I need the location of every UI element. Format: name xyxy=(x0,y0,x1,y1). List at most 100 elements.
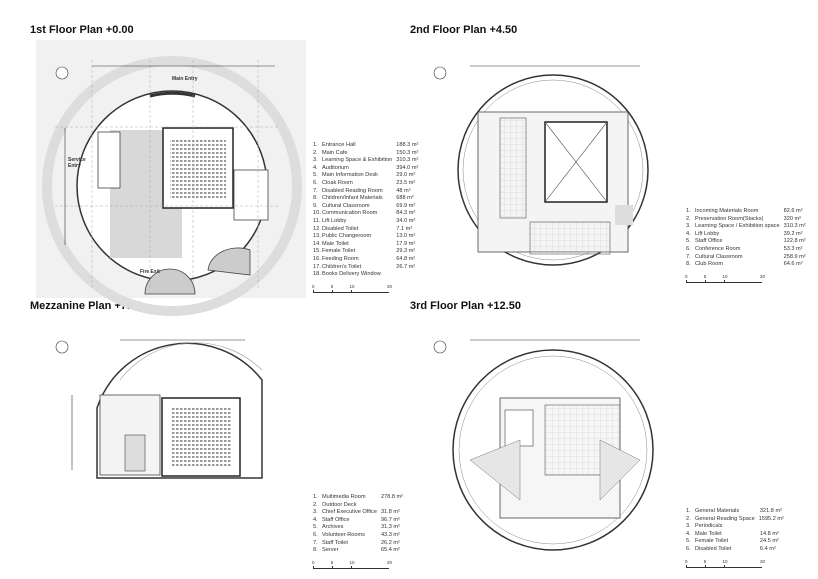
legend-item-area: 688 m² xyxy=(396,195,414,202)
legend-item-number: 17. xyxy=(313,263,321,270)
legend-item-name: Lift Lobby xyxy=(695,230,720,237)
legend-item: 18.Books Delivery Window xyxy=(313,271,420,279)
legend-item-number: 2. xyxy=(686,515,691,522)
legend-item-name: Male Toilet xyxy=(322,240,349,247)
scale-bar-label: 0 xyxy=(685,558,688,564)
legend-item-number: 3. xyxy=(313,509,318,516)
legend-item-number: 1. xyxy=(313,494,318,500)
scale-bar-label: 0 xyxy=(685,273,688,279)
legend-item-name: Volunteer Rooms xyxy=(322,531,365,538)
legend-item-name: Preservation Room(Stacks) xyxy=(695,215,764,222)
legend-item-name: Conference Room xyxy=(695,245,741,252)
legend-item-area: 65.4 m² xyxy=(380,547,400,554)
legend-item-number: 5. xyxy=(686,538,691,545)
legend-item-area xyxy=(760,523,784,531)
plan-1st-floor xyxy=(36,40,306,316)
legend-item-area: 1595.2 m² xyxy=(758,515,784,522)
legend-item-name: Children's Toilet xyxy=(322,263,362,270)
plan-mezzanine xyxy=(55,339,263,479)
legend-item-name: Incoming Materials Room xyxy=(695,208,759,214)
legend-item-number: 4. xyxy=(313,516,318,523)
legend-item-number: 3. xyxy=(686,223,691,230)
legend-item-name: Staff Office xyxy=(695,238,723,245)
legend-item-area: 17.9 m² xyxy=(396,240,416,247)
legend-item-number: 1. xyxy=(686,508,691,514)
legend-item-area: 24.5 m² xyxy=(759,538,779,545)
plan-3rd-floor xyxy=(433,339,654,551)
legend-item-area: 150.3 m² xyxy=(396,149,419,156)
legend-item-number: 4. xyxy=(686,230,691,237)
legend-item: 2.Outdoor Deck xyxy=(313,502,405,510)
legend-item-name: Multimedia Room xyxy=(322,494,366,500)
scale-bar-segment xyxy=(350,565,389,569)
legend-item-number: 4. xyxy=(313,164,318,171)
legend-item: 2.Preservation Room(Stacks)320 m² xyxy=(686,216,808,224)
legend-item-area: 34.0 m² xyxy=(396,217,416,224)
legend-item-area: 48 m² xyxy=(396,187,411,194)
legend-item-name: Public Changeroom xyxy=(322,233,372,240)
legend-item: 14.Male Toilet 17.9 m² xyxy=(313,241,420,249)
scale-bar-label: 10 xyxy=(349,559,355,565)
scale-bar-segment xyxy=(313,565,333,569)
scale-bar-label: 10 xyxy=(722,273,728,279)
legend-item-name: Auditorium xyxy=(322,164,349,171)
scale-bar-segment xyxy=(704,564,725,568)
legend-item-name: Lift Lobby xyxy=(322,217,347,224)
scale-bar-label: 20 xyxy=(760,558,766,564)
legend-item-area: 43.3 m² xyxy=(380,531,400,538)
legend-item-number: 1. xyxy=(686,208,691,214)
legend-item-number: 8. xyxy=(313,547,318,554)
legend-item-number: 6. xyxy=(313,531,318,538)
legend-item-area xyxy=(381,502,405,510)
legend-item-area: 6.4 m² xyxy=(759,545,776,552)
legend-item-area: 84.3 m² xyxy=(396,210,416,217)
scale-bar-label: 20 xyxy=(760,273,766,279)
legend-item-name: Cloak Room xyxy=(322,179,353,186)
plan-title-mezzanine: Mezzanine Plan +7.70 xyxy=(30,300,143,312)
legend-item-name: Male Toilet xyxy=(695,530,722,537)
legend-item-area: 14.8 m² xyxy=(759,530,779,537)
legend-item-number: 6. xyxy=(686,245,691,252)
legend-item: 3.Periodicals xyxy=(686,523,784,531)
legend-item-name: Periodicals xyxy=(695,523,723,530)
legend-item-number: 9. xyxy=(313,202,318,209)
legend-item-name: Cultural Classroom xyxy=(322,202,370,209)
plan-title-3rd-floor: 3rd Floor Plan +12.50 xyxy=(410,300,521,312)
legend-item-area: 278.8 m² xyxy=(380,494,404,500)
legend-item-number: 14. xyxy=(313,240,321,247)
legend-item-number: 18. xyxy=(313,271,321,278)
plan-title-1st-floor: 1st Floor Plan +0.00 xyxy=(30,24,134,36)
scale-bar-segment xyxy=(704,279,725,283)
legend-item-area: 13.0 m² xyxy=(396,233,416,240)
scale-bar-segment xyxy=(686,279,706,283)
legend-item-name: Disabled Toilet xyxy=(695,545,732,552)
legend-item-name: Learning Space / Exhibition space xyxy=(695,223,780,230)
legend-item-number: 5. xyxy=(313,524,318,531)
legend-item-area: 26.7 m² xyxy=(396,263,416,270)
scale-bar-label: 10 xyxy=(349,283,355,289)
legend-item-number: 7. xyxy=(313,539,318,546)
legend-item-number: 2. xyxy=(686,215,691,222)
